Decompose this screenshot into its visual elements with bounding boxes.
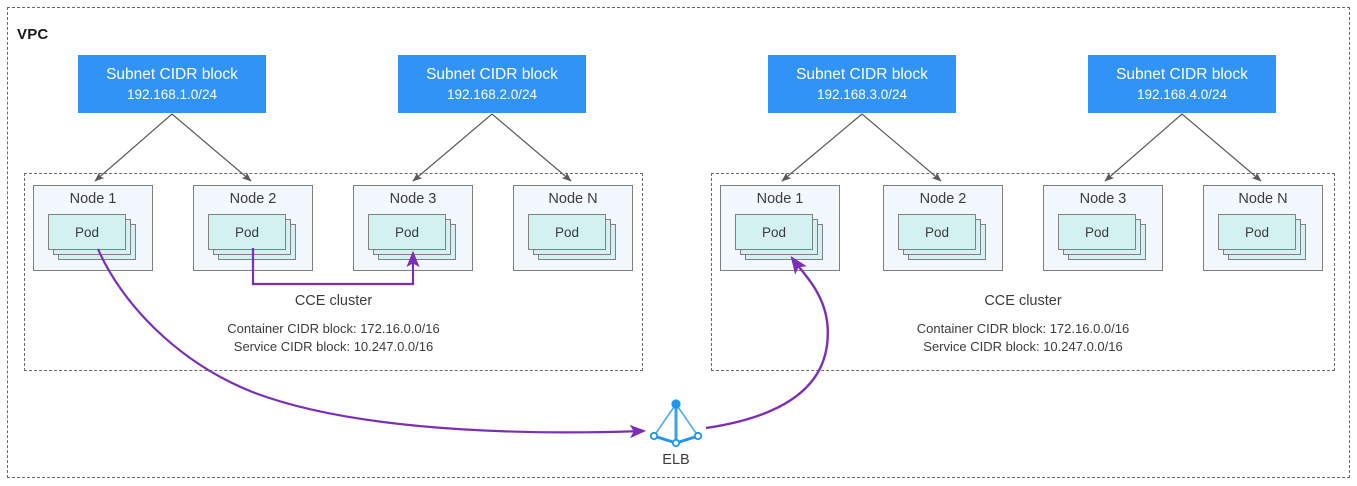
node-right-3-label: Node 3 [1079, 191, 1127, 207]
cce-cluster-left-title: CCE cluster [294, 293, 373, 309]
node-left-n[interactable]: Node N Pod [513, 185, 633, 271]
pod-card-front[interactable]: Pod [368, 214, 446, 250]
pod-label: Pod [1244, 224, 1270, 240]
pod-card-front[interactable]: Pod [898, 214, 976, 250]
subnet-3-cidr: 192.168.3.0/24 [816, 87, 908, 102]
subnet-3-title: Subnet CIDR block [796, 66, 928, 83]
node-left-1-label: Node 1 [69, 191, 117, 207]
node-right-n[interactable]: Node N Pod [1203, 185, 1323, 271]
pod-stack-right-1: Pod [735, 214, 827, 262]
pod-label: Pod [394, 224, 420, 240]
node-right-1-label: Node 1 [756, 191, 804, 207]
node-left-2-label: Node 2 [229, 191, 277, 207]
pod-card-front[interactable]: Pod [48, 214, 126, 250]
pod-stack-left-1: Pod [48, 214, 140, 262]
pod-card-front[interactable]: Pod [528, 214, 606, 250]
subnet-1-cidr: 192.168.1.0/24 [126, 87, 218, 102]
pod-label: Pod [761, 224, 787, 240]
elb-pyramid-icon[interactable] [648, 396, 704, 448]
subnet-2-title: Subnet CIDR block [426, 66, 558, 83]
pod-stack-right-2: Pod [898, 214, 990, 262]
subnet-4-cidr: 192.168.4.0/24 [1136, 87, 1228, 102]
node-right-1[interactable]: Node 1 Pod [720, 185, 840, 271]
elb-icon-svg [649, 399, 703, 448]
subnet-1-title: Subnet CIDR block [106, 66, 238, 83]
pod-label: Pod [74, 224, 100, 240]
pod-card-front[interactable]: Pod [1058, 214, 1136, 250]
node-left-3-label: Node 3 [389, 191, 437, 207]
pod-card-front[interactable]: Pod [208, 214, 286, 250]
cce-cluster-right-title: CCE cluster [984, 293, 1062, 309]
pod-label: Pod [1084, 224, 1110, 240]
node-left-2[interactable]: Node 2 Pod [193, 185, 313, 271]
subnet-block-4[interactable]: Subnet CIDR block 192.168.4.0/24 [1088, 55, 1276, 113]
pod-label: Pod [554, 224, 580, 240]
subnet-2-cidr: 192.168.2.0/24 [446, 87, 538, 102]
pod-card-front[interactable]: Pod [735, 214, 813, 250]
pod-label: Pod [924, 224, 950, 240]
subnet-block-3[interactable]: Subnet CIDR block 192.168.3.0/24 [768, 55, 956, 113]
cce-cluster-right-container-cidr: Container CIDR block: 172.16.0.0/16 [916, 321, 1130, 336]
node-left-1[interactable]: Node 1 Pod [33, 185, 153, 271]
pod-stack-left-2: Pod [208, 214, 300, 262]
node-left-3[interactable]: Node 3 Pod [353, 185, 473, 271]
pod-stack-right-3: Pod [1058, 214, 1150, 262]
cce-cluster-right-cidrs: Container CIDR block: 172.16.0.0/16 Serv… [711, 320, 1335, 356]
node-right-3[interactable]: Node 3 Pod [1043, 185, 1163, 271]
pod-stack-left-n: Pod [528, 214, 620, 262]
vpc-label: VPC [17, 26, 49, 43]
vpc-boundary [7, 7, 1350, 478]
subnet-4-title: Subnet CIDR block [1116, 66, 1248, 83]
cce-cluster-left-service-cidr: Service CIDR block: 10.247.0.0/16 [233, 339, 434, 354]
pod-stack-left-3: Pod [368, 214, 460, 262]
pod-stack-right-n: Pod [1218, 214, 1310, 262]
cce-cluster-left-cidrs: Container CIDR block: 172.16.0.0/16 Serv… [24, 320, 643, 356]
node-left-n-label: Node N [548, 191, 598, 207]
node-right-2[interactable]: Node 2 Pod [883, 185, 1003, 271]
elb-label: ELB [662, 452, 690, 468]
node-right-n-label: Node N [1238, 191, 1288, 207]
subnet-block-2[interactable]: Subnet CIDR block 192.168.2.0/24 [398, 55, 586, 113]
cce-cluster-left-container-cidr: Container CIDR block: 172.16.0.0/16 [227, 321, 440, 336]
subnet-block-1[interactable]: Subnet CIDR block 192.168.1.0/24 [78, 55, 266, 113]
pod-card-front[interactable]: Pod [1218, 214, 1296, 250]
cce-cluster-right-service-cidr: Service CIDR block: 10.247.0.0/16 [923, 339, 1123, 354]
node-right-2-label: Node 2 [919, 191, 967, 207]
pod-label: Pod [234, 224, 260, 240]
